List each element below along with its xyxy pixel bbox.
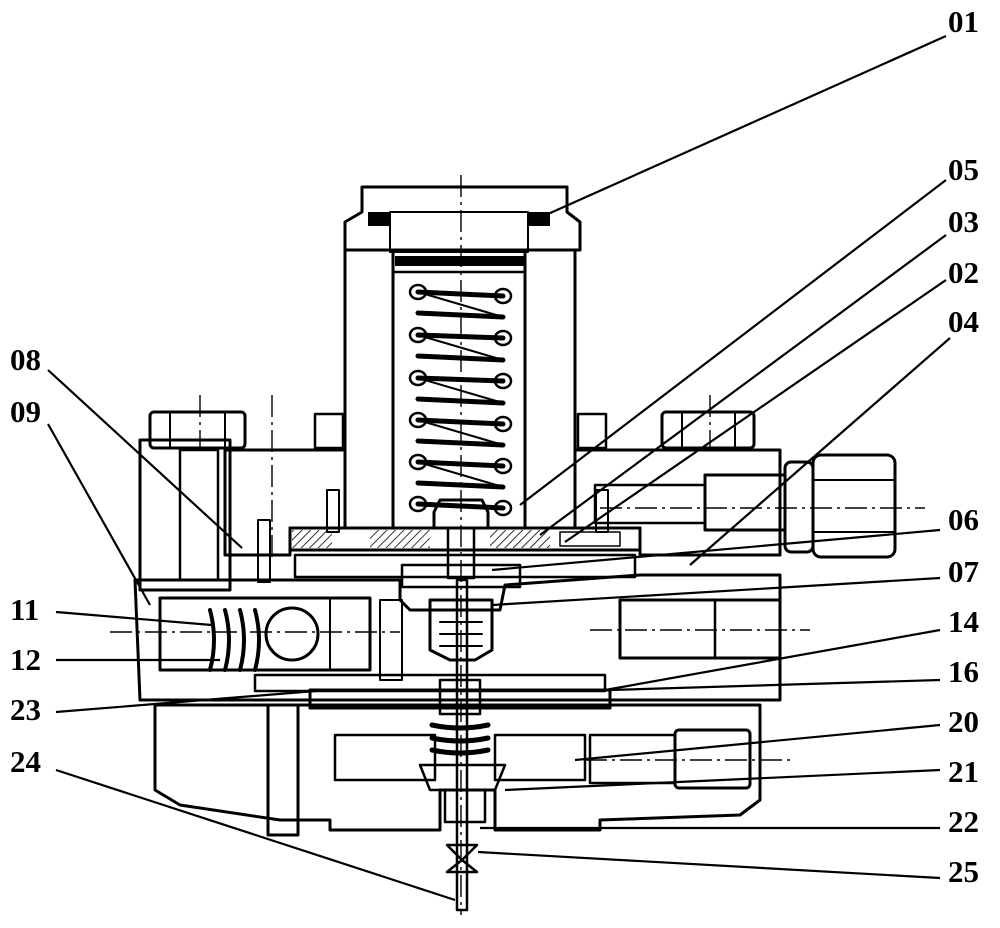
callout-06: 06 [948, 502, 979, 537]
callout-09: 09 [10, 394, 41, 429]
top-cap [343, 185, 582, 253]
callout-25: 25 [948, 854, 979, 889]
callout-21: 21 [948, 754, 979, 789]
callout-08: 08 [10, 342, 41, 377]
callout-03: 03 [948, 204, 979, 239]
center-lines [110, 175, 925, 915]
callout-23: 23 [10, 692, 41, 727]
callout-12: 12 [10, 642, 41, 677]
upper-diaphragm [257, 489, 642, 583]
valve-stem [445, 578, 479, 912]
callout-14: 14 [948, 604, 979, 639]
outlet-fitting [783, 453, 897, 559]
valve-body-drawing [110, 175, 925, 915]
callout-11: 11 [10, 592, 39, 627]
callout-22: 22 [948, 804, 979, 839]
callout-05: 05 [948, 152, 979, 187]
callout-24: 24 [10, 744, 41, 779]
callout-20: 20 [948, 704, 979, 739]
callout-labels: 01 05 03 02 04 06 07 14 16 20 21 22 25 0… [10, 4, 979, 889]
leader-lines [47, 34, 951, 902]
callout-07: 07 [948, 554, 979, 589]
lower-diaphragm [253, 673, 612, 716]
callout-04: 04 [948, 304, 979, 339]
callout-02: 02 [948, 255, 979, 290]
callout-16: 16 [948, 654, 979, 689]
callout-01: 01 [948, 4, 979, 39]
